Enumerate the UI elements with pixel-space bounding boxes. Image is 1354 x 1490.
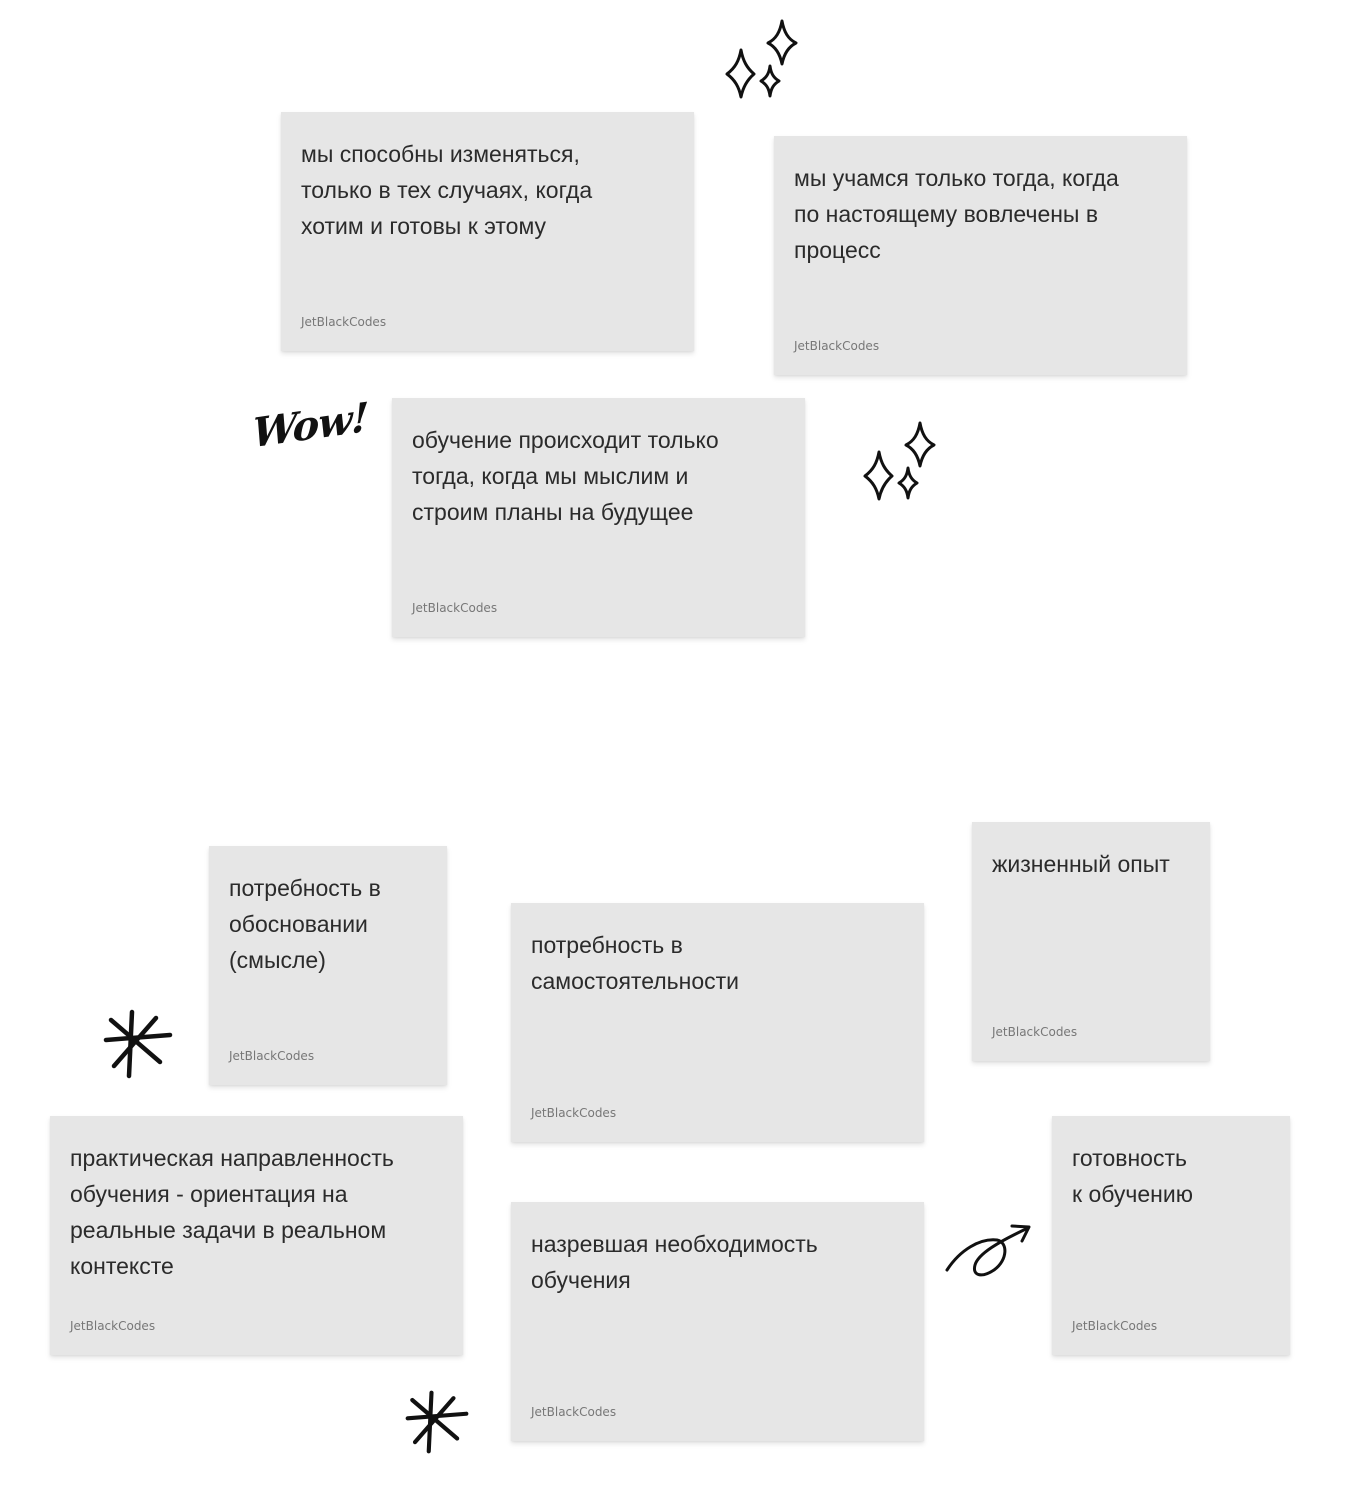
note-author: JetBlackCodes — [531, 1106, 617, 1120]
note-author: JetBlackCodes — [531, 1405, 617, 1419]
sticky-note[interactable]: практическая направленность обучения - о… — [50, 1116, 463, 1355]
note-text: потребность в обосновании (смысле) — [229, 875, 381, 973]
note-author: JetBlackCodes — [794, 339, 880, 353]
note-text: назревшая необходимость обучения — [531, 1231, 818, 1293]
asterisk-icon[interactable] — [404, 1388, 470, 1456]
note-author: JetBlackCodes — [70, 1319, 156, 1333]
note-text: мы учамся только тогда, когда по настоящ… — [794, 165, 1119, 263]
sticky-note[interactable]: обучение происходит только тогда, когда … — [392, 398, 805, 637]
note-text: обучение происходит только тогда, когда … — [412, 427, 719, 525]
sticky-note[interactable]: назревшая необходимость обучения JetBlac… — [511, 1202, 924, 1441]
sticky-note[interactable]: мы способны изменяться, только в тех слу… — [281, 112, 694, 351]
note-text: готовность к обучению — [1072, 1145, 1193, 1207]
note-author: JetBlackCodes — [1072, 1319, 1158, 1333]
arrow-swirl-icon[interactable] — [942, 1220, 1034, 1282]
note-author: JetBlackCodes — [412, 601, 498, 615]
note-author: JetBlackCodes — [301, 315, 387, 329]
note-author: JetBlackCodes — [229, 1049, 315, 1063]
sticky-note[interactable]: мы учамся только тогда, когда по настоящ… — [774, 136, 1187, 375]
sticky-note[interactable]: потребность в самостоятельности JetBlack… — [511, 903, 924, 1142]
note-author: JetBlackCodes — [992, 1025, 1078, 1039]
sticky-note[interactable]: жизненный опыт JetBlackCodes — [972, 822, 1210, 1061]
note-text: жизненный опыт — [992, 851, 1170, 877]
wow-sticker[interactable]: Wow! — [251, 393, 369, 458]
sticky-note[interactable]: потребность в обосновании (смысле) JetBl… — [209, 846, 447, 1085]
note-text: потребность в самостоятельности — [531, 932, 739, 994]
asterisk-icon[interactable] — [102, 1008, 174, 1080]
sparkles-icon[interactable] — [722, 18, 802, 100]
note-text: практическая направленность обучения - о… — [70, 1145, 394, 1279]
sticky-note[interactable]: готовность к обучению JetBlackCodes — [1052, 1116, 1290, 1355]
note-text: мы способны изменяться, только в тех слу… — [301, 141, 593, 239]
sparkles-icon[interactable] — [860, 420, 940, 502]
